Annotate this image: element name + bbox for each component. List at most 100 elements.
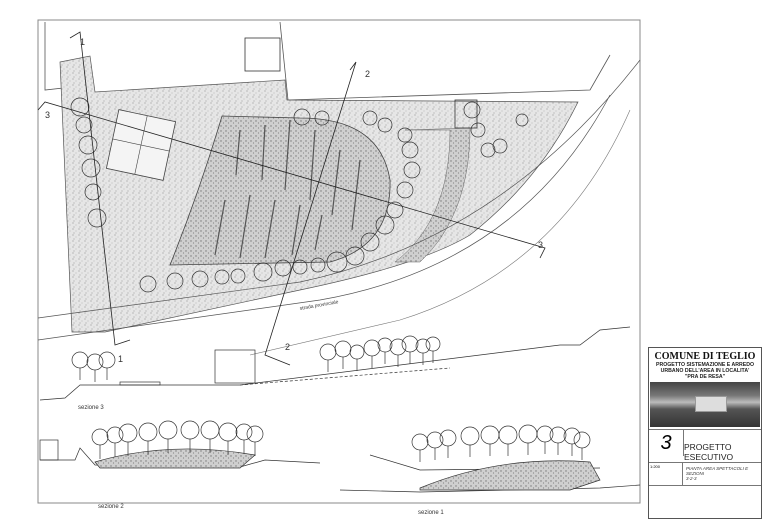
tree-symbol [549, 426, 567, 444]
tree-symbol [87, 208, 107, 228]
tree-symbol [363, 339, 381, 357]
building-outline [44, 21, 611, 101]
tree-symbol [71, 351, 89, 369]
tree-symbol [362, 110, 378, 126]
section-marker-1b: 1 [118, 354, 123, 364]
section-lines [37, 31, 546, 366]
tree-symbol [401, 335, 419, 353]
tree-symbol [118, 423, 138, 443]
tree-symbol [349, 344, 365, 360]
tree-symbol [460, 426, 480, 446]
project-title-line-3: "PRA DE RESA" [684, 374, 726, 380]
road-edge-3 [249, 109, 631, 356]
project-phase: PROGETTO ESECUTIVO [684, 442, 734, 462]
section-line-2 [264, 61, 357, 366]
tree-symbol [106, 426, 124, 444]
road-edge [37, 59, 641, 319]
tree-symbol [139, 275, 157, 293]
tree-symbol [214, 269, 230, 285]
project-title-line-2: URBANO DELL'AREA IN LOCALITA' [660, 368, 750, 374]
tree-symbol [158, 420, 178, 440]
tree-symbol [166, 272, 184, 290]
tree-symbol [292, 259, 308, 275]
scale: 1:200 [649, 463, 683, 485]
tree-symbol [84, 183, 102, 201]
tree-symbol [492, 138, 508, 154]
tree-symbol [377, 117, 393, 133]
site-plan: strada provinciale 1 2 3 3 2 1 [37, 21, 641, 366]
tree-symbol [98, 351, 116, 369]
tree-symbol [536, 425, 554, 443]
tree-symbol [235, 423, 253, 441]
title-block: COMUNE DI TEGLIO PROGETTO SISTEMAZIONE E… [648, 347, 762, 519]
section-2 [39, 420, 321, 469]
section-marker-3: 3 [45, 110, 50, 120]
tree-symbol [138, 422, 158, 442]
seating-rows [214, 119, 361, 259]
tree-symbol [75, 116, 93, 134]
plan-trees [70, 97, 529, 293]
amphitheater-area [169, 115, 391, 266]
tree-symbol [334, 340, 352, 358]
tree-symbol [360, 232, 380, 252]
tree-symbol [70, 97, 90, 117]
section-line-1 [69, 31, 131, 346]
building-elevation [214, 349, 256, 384]
tree-symbol [230, 268, 246, 284]
tree-symbol [401, 141, 419, 159]
tree-symbol [253, 262, 273, 282]
tree-symbol [345, 246, 365, 266]
tree-symbol [326, 251, 348, 273]
section-3-label: sezione 3 [78, 405, 104, 411]
section-1 [339, 424, 641, 493]
tree-symbol [191, 270, 209, 288]
section-marker-3b: 3 [538, 240, 543, 250]
tree-symbol [78, 135, 98, 155]
sheet-content-line-2: 3-2-3 [686, 476, 697, 481]
tree-symbol [293, 108, 311, 126]
planter-band [394, 127, 471, 263]
tree-symbol [518, 424, 538, 444]
tree-symbol [180, 420, 200, 440]
signature-area [649, 486, 653, 508]
kiosk-2 [454, 99, 478, 129]
tree-symbol [480, 142, 496, 158]
site-photo [650, 382, 760, 427]
tree-symbol [310, 257, 326, 273]
section-2-seating [94, 448, 256, 469]
section-line-3 [37, 101, 546, 259]
tree-symbol [470, 122, 486, 138]
tree-symbol [396, 181, 414, 199]
municipality-name: COMUNE DI TEGLIO [654, 351, 756, 362]
section-1-seating [419, 460, 601, 491]
tree-symbol [515, 113, 529, 127]
tree-symbol [81, 158, 101, 178]
section-3 [39, 326, 631, 401]
tree-symbol [386, 201, 404, 219]
tree-symbol [319, 343, 337, 361]
kiosk [244, 37, 281, 72]
tree-symbol [403, 161, 421, 179]
tree-symbol [480, 425, 500, 445]
sheet-number: 3 [649, 430, 684, 456]
section-marker-2b: 2 [285, 342, 290, 352]
section-1-label: sezione 1 [418, 510, 444, 516]
tree-symbol [375, 215, 395, 235]
tree-symbol [314, 110, 330, 126]
drawing-frame [37, 19, 641, 504]
section-marker-1: 1 [80, 37, 85, 47]
tree-symbol [218, 422, 238, 442]
road-edge-2 [37, 94, 611, 341]
tree-symbol [200, 420, 220, 440]
tree-symbol [563, 427, 581, 445]
tree-symbol [86, 353, 104, 371]
tree-symbol [246, 425, 264, 443]
road-label: strada provinciale [299, 299, 339, 312]
tree-symbol [463, 101, 481, 119]
tree-symbol [397, 127, 413, 143]
sheet-content-line-1: PIANTA AREA SPETTACOLI E SEZIONI [686, 466, 749, 476]
tree-symbol [573, 431, 591, 449]
tree-symbol [91, 428, 109, 446]
tree-symbol [274, 259, 292, 277]
